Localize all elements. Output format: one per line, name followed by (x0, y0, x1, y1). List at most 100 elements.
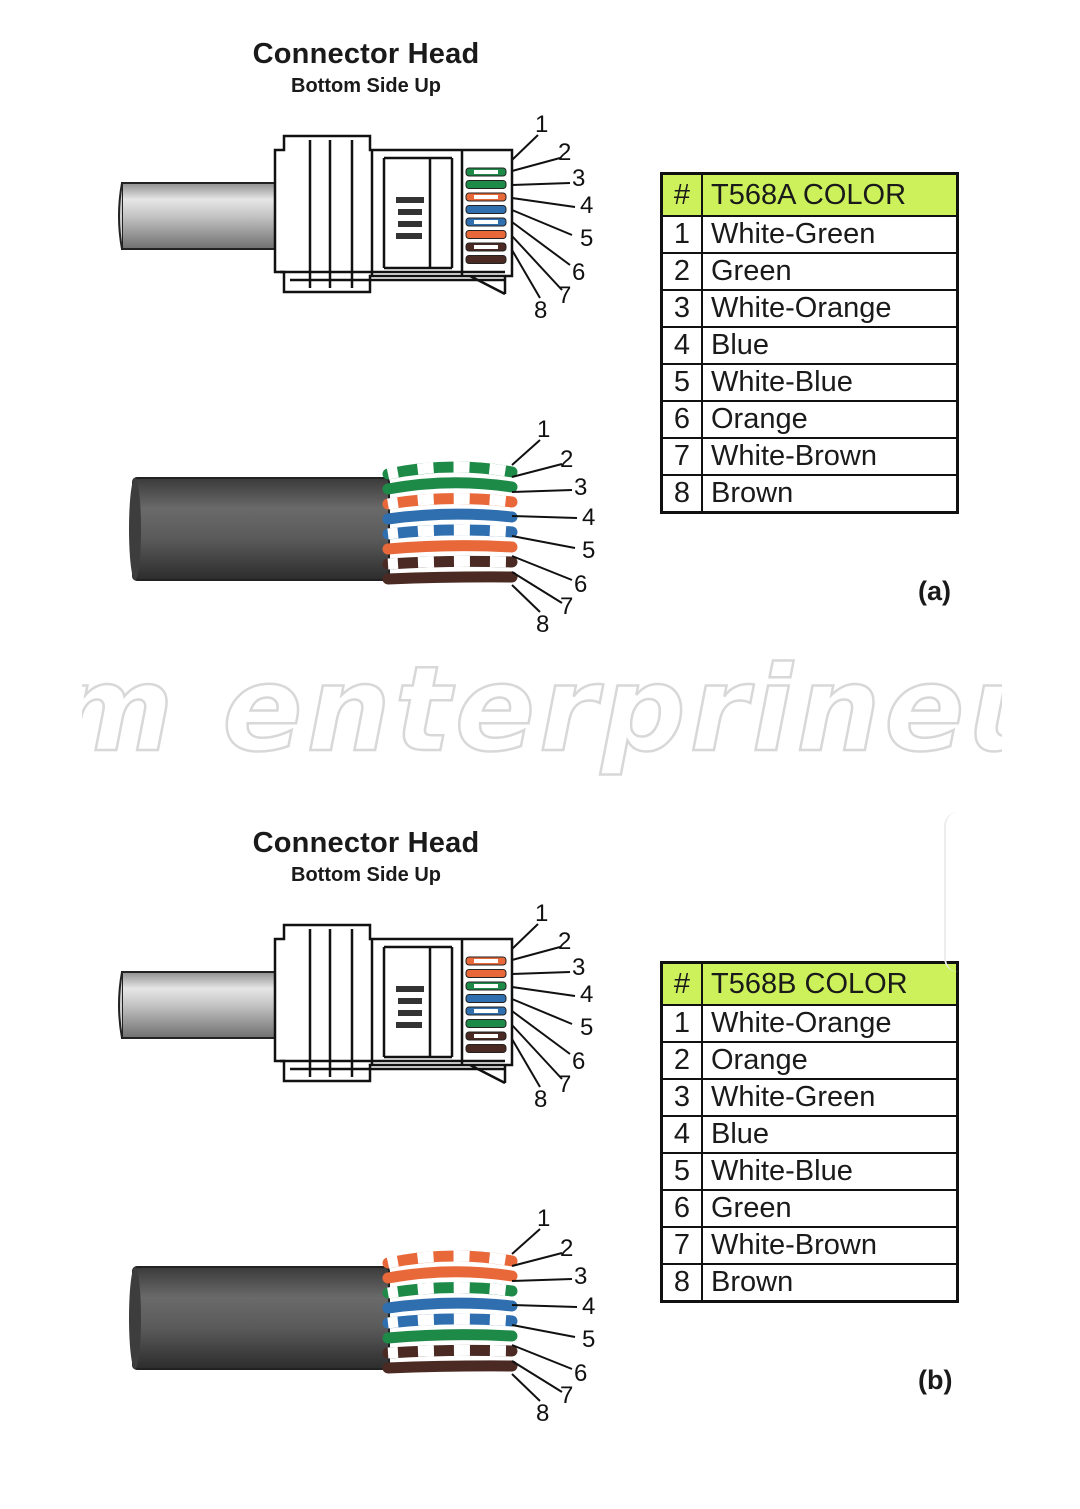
pin-number: 1 (660, 215, 703, 254)
callout-3: 3 (572, 954, 585, 981)
connector-pin-4 (465, 994, 507, 1003)
wire-green (382, 477, 518, 495)
wire-stripe (387, 1344, 513, 1359)
wire-stripe (387, 555, 513, 570)
callout-5: 5 (582, 537, 595, 564)
callout-4: 4 (580, 192, 593, 219)
wire-brown (382, 571, 518, 585)
white-stripe (474, 959, 498, 963)
connector-pin-6 (465, 1019, 507, 1028)
pin-color: Orange (701, 400, 959, 439)
callout-4: 4 (580, 981, 593, 1008)
wiring-illustration-b: 1 2 3 4 5 6 7 8 1 2 3 4 5 6 7 8 (118, 900, 595, 1427)
pin-number: 4 (660, 1115, 703, 1154)
callout-8: 8 (534, 297, 547, 324)
callout-6: 6 (572, 259, 585, 286)
callout-4: 4 (582, 1293, 595, 1320)
diagram-section-b: 1 2 3 4 5 6 7 8 1 2 3 4 5 6 7 8 Connecto… (0, 789, 1080, 1509)
pin-number: 7 (660, 437, 703, 476)
callout-1: 1 (535, 900, 548, 927)
pin-color: White-Orange (701, 289, 959, 328)
figure-label: (a) (918, 576, 951, 606)
callout-4: 4 (582, 504, 595, 531)
connector-pin-6 (465, 230, 507, 239)
callout-lines-b (511, 923, 578, 1402)
white-stripe (474, 1009, 498, 1013)
callout-5: 5 (582, 1326, 595, 1353)
pin-color: Blue (701, 1115, 959, 1154)
pin-color: White-Orange (701, 1004, 959, 1043)
pin-number: 5 (660, 363, 703, 402)
connector-cable (121, 182, 283, 250)
callout-1: 1 (537, 416, 550, 443)
table-header-row: # T568A COLOR (660, 172, 959, 217)
callout-7: 7 (558, 282, 571, 309)
pin-number: 4 (660, 326, 703, 365)
connector-pin-8 (465, 255, 507, 264)
wire-blue (382, 508, 518, 525)
callout-1: 1 (535, 111, 548, 138)
wire-brown (382, 1360, 518, 1374)
pin-color: White-Green (701, 215, 959, 254)
callout-7: 7 (560, 593, 573, 620)
table-header-row: # T568B COLOR (660, 961, 959, 1006)
wire-orange (382, 540, 518, 555)
wire-stripe (387, 1281, 513, 1299)
callout-numbers-a: 1 2 3 4 5 6 7 8 1 2 3 4 5 6 7 8 (534, 111, 595, 638)
wire-stripe (386, 1250, 513, 1269)
hash-header: # (660, 172, 703, 217)
pin-number: 2 (660, 252, 703, 291)
white-stripe (474, 195, 498, 199)
pin-color: White-Brown (701, 1226, 959, 1265)
callout-2: 2 (558, 139, 571, 166)
scroll-edge (944, 812, 964, 972)
callout-numbers-b: 1 2 3 4 5 6 7 8 1 2 3 4 5 6 7 8 (534, 900, 595, 1427)
pin-number: 2 (660, 1041, 703, 1080)
white-stripe (474, 1034, 498, 1038)
callout-3: 3 (572, 165, 585, 192)
callout-1: 1 (537, 1205, 550, 1232)
stripped-cable (132, 477, 390, 581)
callout-2: 2 (560, 1235, 573, 1262)
callout-3: 3 (574, 1263, 587, 1290)
callout-7: 7 (560, 1382, 573, 1409)
callout-3: 3 (574, 474, 587, 501)
pin-number: 8 (660, 1263, 703, 1303)
connector-pin-8 (465, 1044, 507, 1053)
wire-stripe (387, 524, 513, 540)
pin-color: White-Green (701, 1078, 959, 1117)
diagram-section-a: 1 2 3 4 5 6 7 8 1 2 3 4 5 6 7 8 Connecto… (0, 0, 1080, 720)
callout-6: 6 (574, 1360, 587, 1387)
pin-number: 8 (660, 474, 703, 514)
connector-pins-a (465, 167, 507, 264)
callout-6: 6 (574, 571, 587, 598)
pin-color: White-Blue (701, 363, 959, 402)
pin-color: White-Brown (701, 437, 959, 476)
pin-number: 5 (660, 1152, 703, 1191)
diagram-subtitle: Bottom Side Up (291, 864, 441, 886)
exposed-wires-a (382, 461, 518, 585)
callout-8: 8 (536, 1400, 549, 1427)
connector-pin-4 (465, 205, 507, 214)
callout-6: 6 (572, 1048, 585, 1075)
wire-stripe (387, 492, 513, 510)
pin-color: Green (701, 252, 959, 291)
pin-color: Green (701, 1189, 959, 1228)
callout-2: 2 (560, 446, 573, 473)
hash-header: # (660, 961, 703, 1006)
callout-7: 7 (558, 1071, 571, 1098)
connector-housing (273, 134, 514, 296)
